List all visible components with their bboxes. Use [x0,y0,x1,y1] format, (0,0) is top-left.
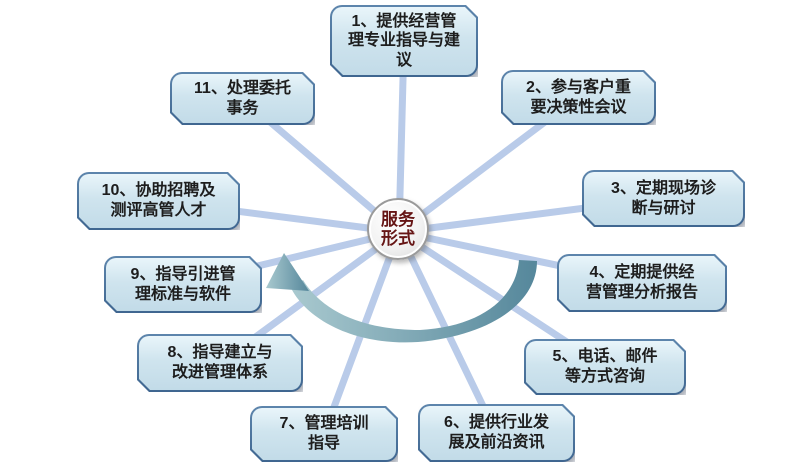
node-10-box: 10、协助招聘及 测评高管人才 [77,172,240,230]
node-6-label: 6、提供行业发 展及前沿资讯 [444,414,549,451]
node-7-box: 7、管理培训 指导 [250,406,398,462]
node-5-box: 5、电话、邮件 等方式咨询 [524,339,686,395]
node-6-box: 6、提供行业发 展及前沿资讯 [418,404,575,462]
node-9-label: 9、指导引进管 理标准与软件 [130,265,236,303]
node-3-label: 3、定期现场诊 断与研讨 [611,179,716,217]
node-7-surface: 7、管理培训 指导 [252,408,396,460]
node-3-box: 3、定期现场诊 断与研讨 [582,170,745,227]
node-2-box: 2、参与客户重 要决策性会议 [501,70,656,125]
node-10-label: 10、协助招聘及 测评高管人才 [101,182,216,219]
node-3-surface: 3、定期现场诊 断与研讨 [584,172,743,225]
node-8-label: 8、指导建立与 改进管理体系 [167,344,273,381]
node-10-surface: 10、协助招聘及 测评高管人才 [79,174,238,228]
node-7-label: 7、管理培训 指导 [279,415,369,452]
node-4-box: 4、定期提供经 营管理分析报告 [557,254,727,312]
node-2-label: 2、参与客户重 要决策性会议 [526,78,631,116]
node-9-box: 9、指导引进管 理标准与软件 [104,256,262,313]
node-6-surface: 6、提供行业发 展及前沿资讯 [420,406,573,460]
node-8-surface: 8、指导建立与 改进管理体系 [139,336,301,390]
node-4-surface: 4、定期提供经 营管理分析报告 [559,256,725,310]
node-11-box: 11、处理委托 事务 [170,72,315,125]
node-11-surface: 11、处理委托 事务 [172,74,313,123]
node-1-label: 1、提供经营管 理专业指导与建 议 [347,12,460,69]
hub-circle: 服务 形式 [367,198,429,260]
node-8-box: 8、指导建立与 改进管理体系 [137,334,303,392]
node-1-surface: 1、提供经营管 理专业指导与建 议 [332,7,476,75]
cycle-arrow-icon [266,253,537,343]
node-5-surface: 5、电话、邮件 等方式咨询 [526,341,684,393]
node-9-surface: 9、指导引进管 理标准与软件 [106,258,260,311]
hub-label: 服务 形式 [381,209,415,248]
node-1-box: 1、提供经营管 理专业指导与建 议 [330,5,478,77]
node-2-surface: 2、参与客户重 要决策性会议 [503,72,654,123]
node-11-label: 11、处理委托 事务 [194,79,291,117]
node-5-label: 5、电话、邮件 等方式咨询 [552,348,658,385]
node-4-label: 4、定期提供经 营管理分析报告 [585,264,698,301]
